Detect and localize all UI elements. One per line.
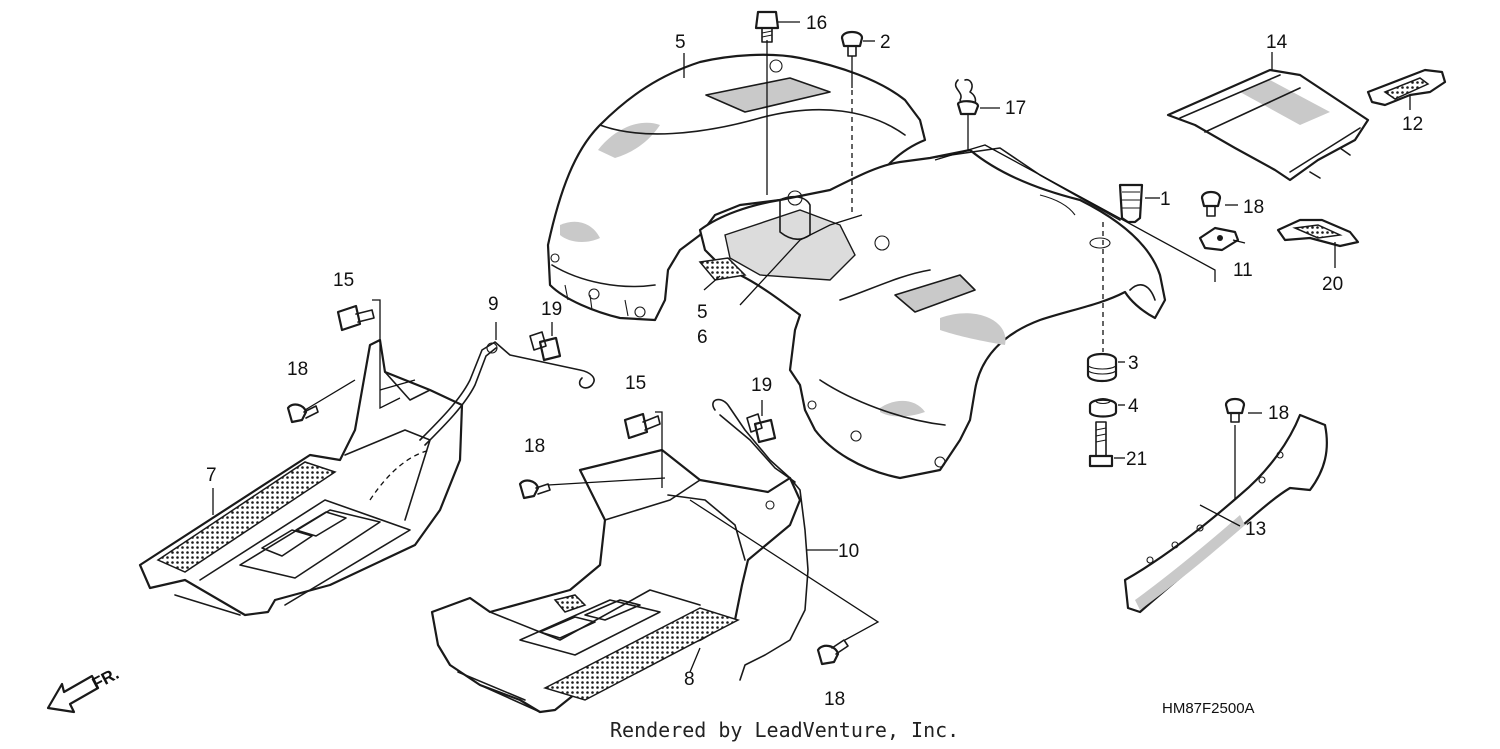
front-direction-arrow: FR. — [46, 664, 122, 714]
callout-15-left: 15 — [333, 270, 354, 291]
carrier-bracket-12[interactable] — [1366, 68, 1447, 107]
callout-labels: 5 16 2 17 1 3 4 21 14 12 18 11 20 18 13 … — [206, 13, 1423, 710]
callout-13: 13 — [1245, 519, 1266, 540]
front-fender[interactable] — [546, 53, 927, 322]
right-floor-footrest[interactable] — [430, 448, 802, 714]
collar-4[interactable] — [1088, 397, 1118, 418]
bolt-21[interactable] — [1088, 421, 1114, 468]
callout-17: 17 — [1005, 98, 1026, 119]
bolt-15-left[interactable] — [336, 304, 375, 332]
callout-5-seal: 5 — [697, 302, 708, 323]
callout-16: 16 — [806, 13, 827, 34]
bolt-15-right[interactable] — [623, 412, 661, 440]
right-footrest-bracket[interactable] — [712, 398, 809, 681]
callout-12: 12 — [1402, 114, 1423, 135]
clip-18-carrier[interactable] — [1200, 190, 1222, 217]
callout-18-bottom: 18 — [824, 689, 845, 710]
callout-5-fender: 5 — [675, 32, 686, 53]
cushion-3[interactable] — [1086, 352, 1118, 383]
callout-3: 3 — [1128, 353, 1139, 374]
leader-lines — [212, 21, 1411, 673]
callout-7: 7 — [206, 465, 217, 486]
callout-18-right: 18 — [524, 436, 545, 457]
callout-10: 10 — [838, 541, 859, 562]
callout-2: 2 — [880, 32, 891, 53]
callout-20: 20 — [1322, 274, 1343, 295]
render-credit: Rendered by LeadVenture, Inc. — [610, 718, 959, 742]
callout-1: 1 — [1160, 189, 1171, 210]
callout-18-carrier: 18 — [1243, 197, 1264, 218]
fender-seal-patch[interactable] — [698, 257, 747, 281]
callout-6: 6 — [697, 327, 708, 348]
callout-14: 14 — [1266, 32, 1288, 53]
rear-carrier-cover[interactable] — [1166, 68, 1370, 182]
callout-19-right: 19 — [751, 375, 772, 396]
clip-18-bottom[interactable] — [816, 639, 849, 666]
mudguard-13[interactable] — [1123, 413, 1328, 614]
bolt-16[interactable] — [754, 10, 780, 43]
clip-17[interactable] — [954, 78, 980, 116]
clip-18-left[interactable] — [286, 403, 319, 424]
callout-18-mudguard: 18 — [1268, 403, 1289, 424]
callout-4: 4 — [1128, 396, 1139, 417]
callout-11: 11 — [1233, 260, 1253, 281]
bolt-19-left[interactable] — [529, 331, 562, 362]
stay-20[interactable] — [1276, 218, 1360, 248]
left-footrest-bracket[interactable] — [419, 341, 595, 446]
clip-18-right[interactable] — [518, 479, 551, 500]
nut-11[interactable] — [1198, 226, 1240, 252]
grommet-1[interactable] — [1118, 183, 1144, 224]
clip-2[interactable] — [840, 30, 864, 57]
bolt-19-right[interactable] — [746, 413, 777, 444]
callout-19-left: 19 — [541, 299, 562, 320]
left-floor-footrest[interactable] — [138, 338, 464, 617]
callout-9: 9 — [488, 294, 499, 315]
callout-8: 8 — [684, 669, 695, 690]
callout-18-left: 18 — [287, 359, 308, 380]
callout-21: 21 — [1126, 449, 1147, 470]
drawing-code: HM87F2500A — [1162, 700, 1255, 717]
clip-18-mudguard[interactable] — [1224, 397, 1246, 423]
callout-15-right: 15 — [625, 373, 646, 394]
